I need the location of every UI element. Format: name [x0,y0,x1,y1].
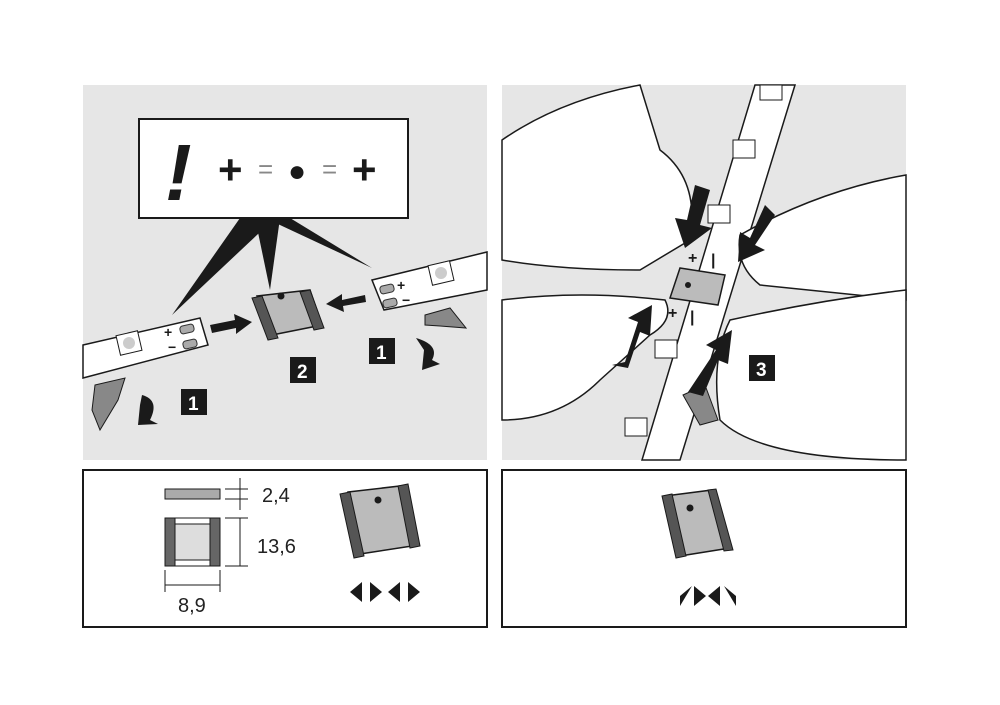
panel-dimensions: 2,4 13,6 8,9 [82,469,488,628]
svg-text:1: 1 [188,394,199,415]
connector-closed-icon [661,488,736,606]
plus-label: + [397,277,405,293]
panel-closed [501,469,907,628]
plus-icon: + [218,146,243,193]
svg-text:2: 2 [297,362,308,383]
step-badge-1-right: 1 [369,338,395,364]
connector-clip [251,289,325,341]
equals-icon: = [258,154,273,184]
equals-icon: = [322,154,337,184]
curved-arrow-icon [138,395,158,425]
led-strip-right: + − [370,251,488,370]
plus-label: + [688,250,697,267]
connector-open-icon [339,483,421,602]
connector-clip [669,267,726,306]
minus-label: − [402,292,410,308]
plus-label: + [164,324,172,340]
arrow-left-icon [326,294,366,312]
step-badge-1-left: 1 [181,389,207,415]
hand-lower-left [501,294,669,421]
minus-label: | [690,309,694,326]
panel-press: + | + | 3 [501,84,907,461]
arrow-up-icon [688,330,732,396]
polarity-warning-box: ! + = ● = + [138,118,409,219]
panel-assembly: ! + = ● = + + − + − [82,85,488,460]
arrow-right-icon [210,314,252,334]
length-dimension: 13,6 [257,536,296,558]
minus-label: | [711,252,715,269]
arrow-down-icon [675,185,712,248]
step-badge-3: 3 [749,355,775,381]
hand-upper-right [738,174,907,301]
plus-icon: + [352,146,377,193]
svg-text:3: 3 [756,360,767,381]
width-dimension: 8,9 [178,595,206,617]
led-strip-left: + − [82,317,209,432]
step-badge-2: 2 [290,357,316,383]
plus-label: + [668,305,677,322]
svg-text:1: 1 [376,343,387,364]
hand-upper-left [501,84,693,271]
height-dimension: 2,4 [262,485,290,507]
curved-arrow-icon [416,338,440,370]
arrow-up-icon [612,305,652,368]
dot-icon: ● [288,155,306,188]
hand-lower-right [715,289,907,461]
minus-label: − [168,339,176,355]
arrow-down-icon [738,205,775,262]
exclamation-icon: ! [165,128,192,217]
